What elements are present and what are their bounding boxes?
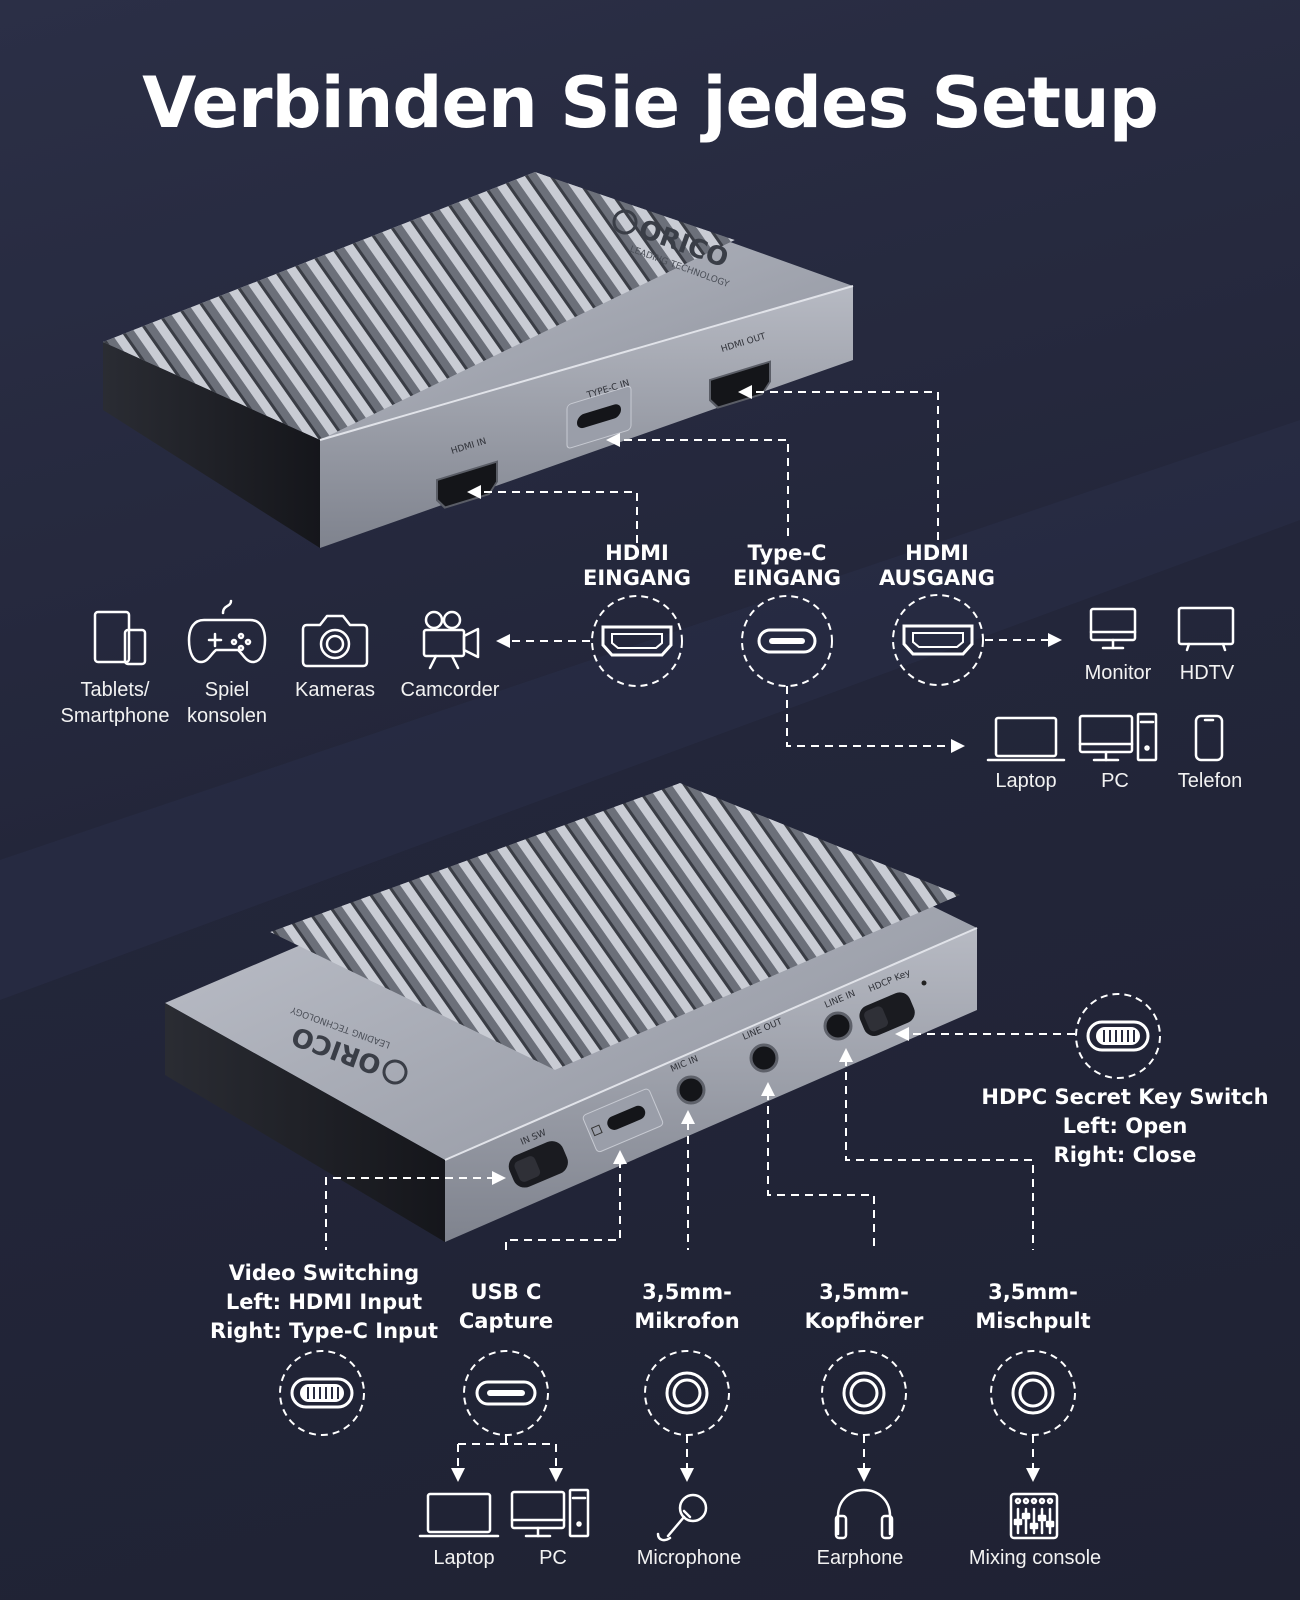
- bottom-device-label-laptop: Laptop: [433, 1547, 495, 1569]
- type-c-in-circle: [741, 595, 833, 687]
- usb-c-circle: [463, 1350, 549, 1436]
- headphone-heading: 3,5mm- Kopfhörer: [804, 1280, 924, 1333]
- hdmi-in-heading: HDMI EINGANG: [582, 541, 692, 590]
- bottom-device-label-pc: PC: [539, 1547, 567, 1569]
- monitor-icon: [1089, 607, 1137, 650]
- video-switching-heading: Video Switching Left: HDMI Input Right: …: [209, 1261, 439, 1343]
- headphones-icon: [834, 1488, 894, 1540]
- headphone-jack-icon: [842, 1371, 886, 1415]
- pc-icon-top: [1078, 712, 1158, 762]
- tv-icon: [1177, 606, 1235, 652]
- video-switch-icon: [290, 1377, 354, 1409]
- microphone-heading: 3,5mm- Mikrofon: [634, 1280, 740, 1333]
- usb-c-port-icon: [475, 1380, 537, 1406]
- top-hdmi-out-port: [709, 360, 771, 409]
- type-c-device-label-phone: Telefon: [1177, 770, 1243, 792]
- hdmi-out-port-icon: [902, 624, 974, 656]
- mixer-circle: [990, 1350, 1076, 1436]
- camera-icon: [301, 614, 369, 668]
- pc-icon: [510, 1488, 590, 1538]
- usb-c-capture-heading: USB C Capture: [458, 1280, 554, 1333]
- input-device-label-consoles: Spiel konsolen: [186, 679, 268, 727]
- mixer-heading: 3,5mm- Mischpult: [975, 1280, 1091, 1333]
- hdcp-switch-label: HDPC Secret Key Switch Left: Open Right:…: [981, 1085, 1269, 1167]
- mixer-icon: [1009, 1492, 1059, 1540]
- hdcp-switch-circle: [1075, 993, 1161, 1079]
- hdmi-in-circle: [591, 595, 683, 687]
- mic-circle: [644, 1350, 730, 1436]
- hdmi-out-circle: [892, 594, 984, 686]
- type-c-device-label-pc: PC: [1101, 770, 1129, 792]
- hdmi-in-port-icon: [601, 625, 673, 657]
- bottom-device-label-microphone: Microphone: [636, 1547, 742, 1569]
- output-device-label-hdtv: HDTV: [1179, 662, 1235, 684]
- mic-jack-icon: [665, 1371, 709, 1415]
- headphone-circle: [821, 1350, 907, 1436]
- bottom-connector-lines: [325, 1033, 1075, 1470]
- bottom-device-label-mixing-console: Mixing console: [968, 1547, 1102, 1569]
- page-title: Verbinden Sie jedes Setup: [142, 62, 1159, 144]
- hdmi-out-heading: HDMI AUSGANG: [878, 541, 996, 590]
- laptop-icon-top: [986, 716, 1066, 762]
- camcorder-icon: [422, 610, 480, 670]
- laptop-icon: [418, 1492, 500, 1538]
- bottom-capture-device: ORICO LEADING TECHNOLOGY IN SW MIC IN LI…: [165, 783, 978, 1242]
- hdcp-switch-icon: [1086, 1020, 1150, 1052]
- input-device-label-cameras: Kameras: [294, 679, 376, 701]
- tablet-phone-icon: [93, 610, 147, 666]
- microphone-icon: [656, 1493, 708, 1542]
- top-arrowheads: [467, 385, 1062, 753]
- input-device-label-tablets: Tablets/ Smartphone: [60, 679, 170, 727]
- type-c-device-label-laptop: Laptop: [995, 770, 1057, 792]
- bottom-device-label-earphone: Earphone: [816, 1547, 904, 1569]
- output-device-label-monitor: Monitor: [1084, 662, 1152, 684]
- bottom-arrowheads: [451, 1027, 1040, 1482]
- top-connector-lines: [470, 391, 1050, 747]
- gamepad-icon: [187, 599, 267, 664]
- type-c-port-icon: [757, 628, 817, 654]
- input-device-label-camcorder: Camcorder: [400, 679, 500, 701]
- video-switch-circle: [279, 1350, 365, 1436]
- phone-icon: [1194, 714, 1224, 762]
- mixer-jack-icon: [1011, 1371, 1055, 1415]
- type-c-in-heading: Type-C EINGANG: [732, 541, 842, 590]
- top-hdmi-in-port: [436, 460, 498, 509]
